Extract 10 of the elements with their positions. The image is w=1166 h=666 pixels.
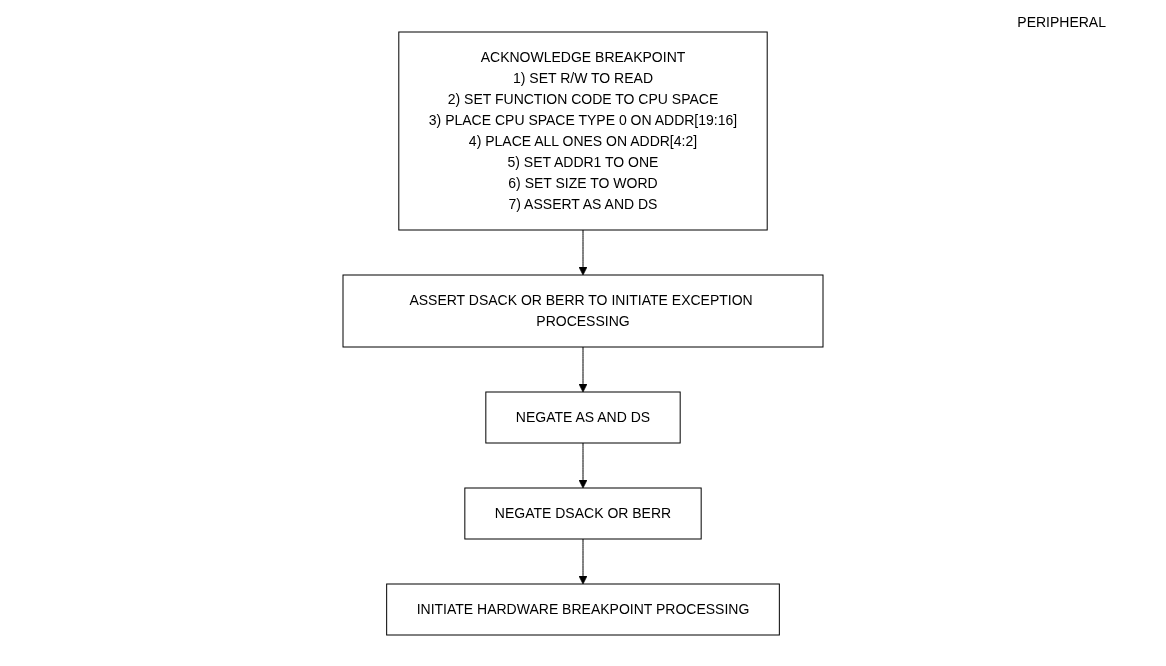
arrow — [578, 442, 588, 488]
column-heading: PERIPHERAL — [1017, 14, 1106, 30]
node-box: NEGATE DSACK OR BERR — [464, 487, 702, 539]
arrow — [578, 346, 588, 392]
arrow — [578, 229, 588, 275]
arrow — [578, 538, 588, 584]
node-box: ACKNOWLEDGE BREAKPOINT 1) SET R/W TO READ 2) SET FUNCTION CODE TO CPU SPACE 3) PLACE CPU SPACE TYPE 0 ON ADDR[19:16] 4) PLACE ALL ONES ON ADDR[4:2] 5) SET ADDR1 TO ONE 6) SET SIZE TO WORD 7) ASSERT AS AND DS — [398, 31, 768, 230]
node-box: ASSERT DSACK OR BERR TO INITIATE EXCEPTION PROCESSING — [342, 274, 824, 347]
node-box: NEGATE AS AND DS — [485, 391, 681, 443]
node-box: INITIATE HARDWARE BREAKPOINT PROCESSING — [386, 583, 780, 635]
